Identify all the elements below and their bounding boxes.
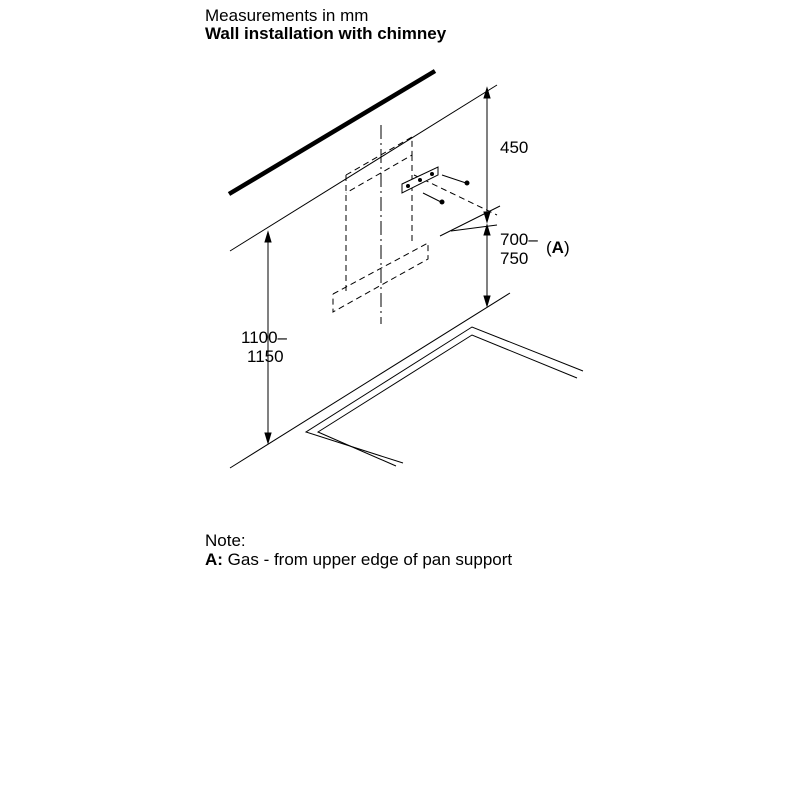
dimension-750-label: 750	[500, 249, 528, 268]
reference-a-close-paren: )	[564, 238, 570, 257]
wall-bottom-edge	[229, 292, 511, 469]
reference-a-label: (A)	[546, 238, 570, 257]
measurement-unit-label: Measurements in mm	[205, 6, 369, 25]
dimension-700-750-arrow	[483, 223, 491, 308]
wall-bracket-icon	[401, 166, 439, 194]
wall-top-edge	[229, 84, 498, 252]
ceiling-line	[227, 69, 437, 196]
reference-a-letter: A	[552, 238, 564, 257]
note-key: A:	[205, 550, 223, 569]
note-heading: Note:	[205, 531, 246, 550]
note-line: A: Gas - from upper edge of pan support	[205, 549, 512, 571]
note-text: Gas - from upper edge of pan support	[222, 550, 513, 569]
dimension-450-arrow	[483, 86, 491, 224]
dimension-1100-label: 1100–	[241, 328, 288, 347]
hood-lower-edge	[439, 205, 501, 237]
hood-bottom-line	[450, 224, 498, 232]
reference-a-open-paren: (	[546, 238, 552, 257]
chimney-outline	[332, 136, 429, 313]
screw-icon	[422, 174, 470, 205]
hob-outline	[304, 326, 584, 467]
dimension-1150-label: 1150	[247, 347, 284, 366]
dimension-450-label: 450	[500, 138, 528, 157]
screw-reference-line	[413, 174, 498, 216]
dimension-1100-1150-arrow	[264, 230, 272, 445]
installation-title: Wall installation with chimney	[205, 24, 447, 43]
dimension-700-label: 700–	[500, 230, 538, 249]
